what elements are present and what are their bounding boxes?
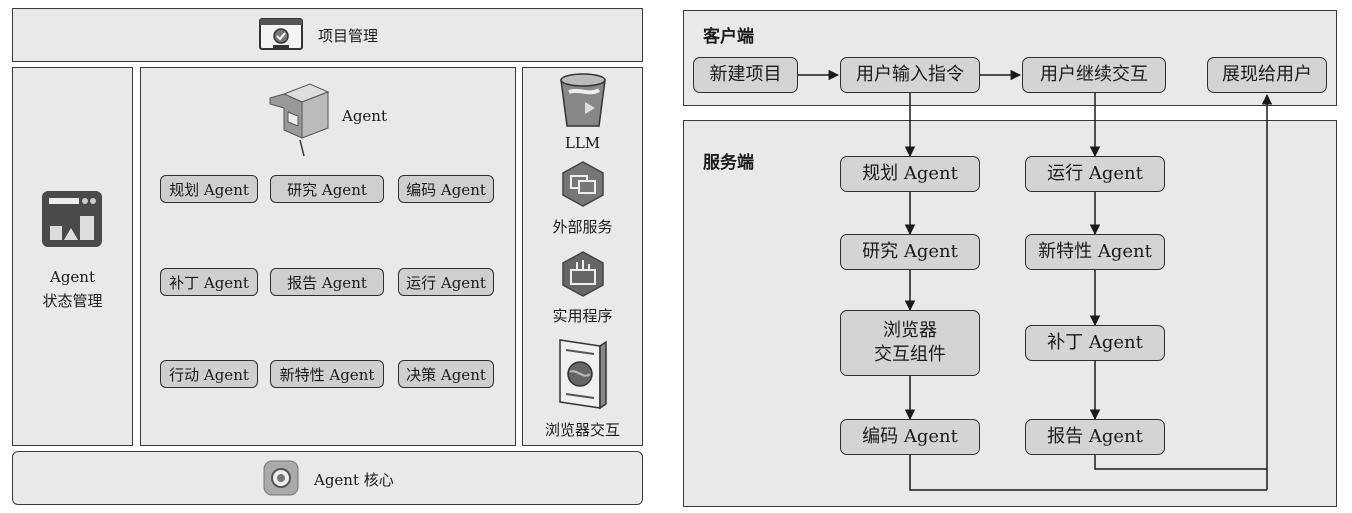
resource-utility-label: 实用程序 (552, 307, 613, 325)
line-report-to-display (1094, 455, 1267, 470)
browser-component-line2: 交互组件 (874, 344, 946, 365)
agent-state-label-line2: 状态管理 (42, 292, 103, 310)
browser-component-line1: 浏览器 (883, 319, 937, 341)
certificate-icon (259, 18, 303, 50)
client-node-new-project: 新建项目 (693, 57, 798, 93)
resource-llm-label: LLM (564, 134, 601, 152)
dashboard-icon (42, 191, 102, 247)
server-node-run: 运行 Agent (1025, 156, 1165, 192)
agent-blocks-icon (269, 83, 330, 157)
agent-pill-coding: 编码 Agent (398, 175, 494, 203)
browser-globe-icon (559, 339, 607, 410)
server-node-patch: 补丁 Agent (1025, 325, 1165, 361)
server-node-coding: 编码 Agent (840, 419, 980, 455)
server-node-browser-component: 浏览器 交互组件 (840, 310, 980, 376)
agent-state-panel (12, 67, 133, 446)
client-node-user-continue: 用户继续交互 (1022, 57, 1166, 93)
external-service-icon (562, 161, 604, 207)
server-node-new-feature: 新特性 Agent (1025, 234, 1165, 270)
agent-pill-planning: 规划 Agent (160, 175, 258, 203)
agent-pill-report: 报告 Agent (270, 268, 384, 296)
agent-pill-run: 运行 Agent (398, 268, 494, 296)
utility-toolbox-icon (562, 251, 604, 297)
llm-bucket-icon (560, 73, 606, 127)
project-management-label: 项目管理 (318, 27, 379, 45)
server-node-planning: 规划 Agent (840, 156, 980, 192)
server-node-report: 报告 Agent (1025, 419, 1165, 455)
server-region (683, 120, 1337, 507)
agents-panel-title: Agent (342, 107, 387, 125)
core-chip-icon (263, 460, 299, 496)
agent-pill-research: 研究 Agent (270, 175, 384, 203)
agent-state-label-line1: Agent (50, 268, 95, 286)
client-label: 客户端 (703, 27, 754, 47)
agent-pill-action: 行动 Agent (160, 360, 258, 388)
agent-core-label: Agent 核心 (314, 471, 394, 489)
agent-pill-new-feature: 新特性 Agent (270, 360, 384, 388)
resource-external-service-label: 外部服务 (552, 218, 613, 236)
line-coding-to-display (909, 455, 1267, 491)
agent-pill-decision: 决策 Agent (398, 360, 494, 388)
agent-core-bar (12, 451, 643, 505)
server-node-research: 研究 Agent (840, 234, 980, 270)
client-node-user-input: 用户输入指令 (840, 57, 980, 93)
agent-pill-patch: 补丁 Agent (160, 268, 258, 296)
client-node-display: 展现给用户 (1207, 57, 1327, 93)
resource-browser-label: 浏览器交互 (544, 421, 620, 439)
server-label: 服务端 (703, 153, 754, 173)
project-management-bar (12, 8, 643, 62)
